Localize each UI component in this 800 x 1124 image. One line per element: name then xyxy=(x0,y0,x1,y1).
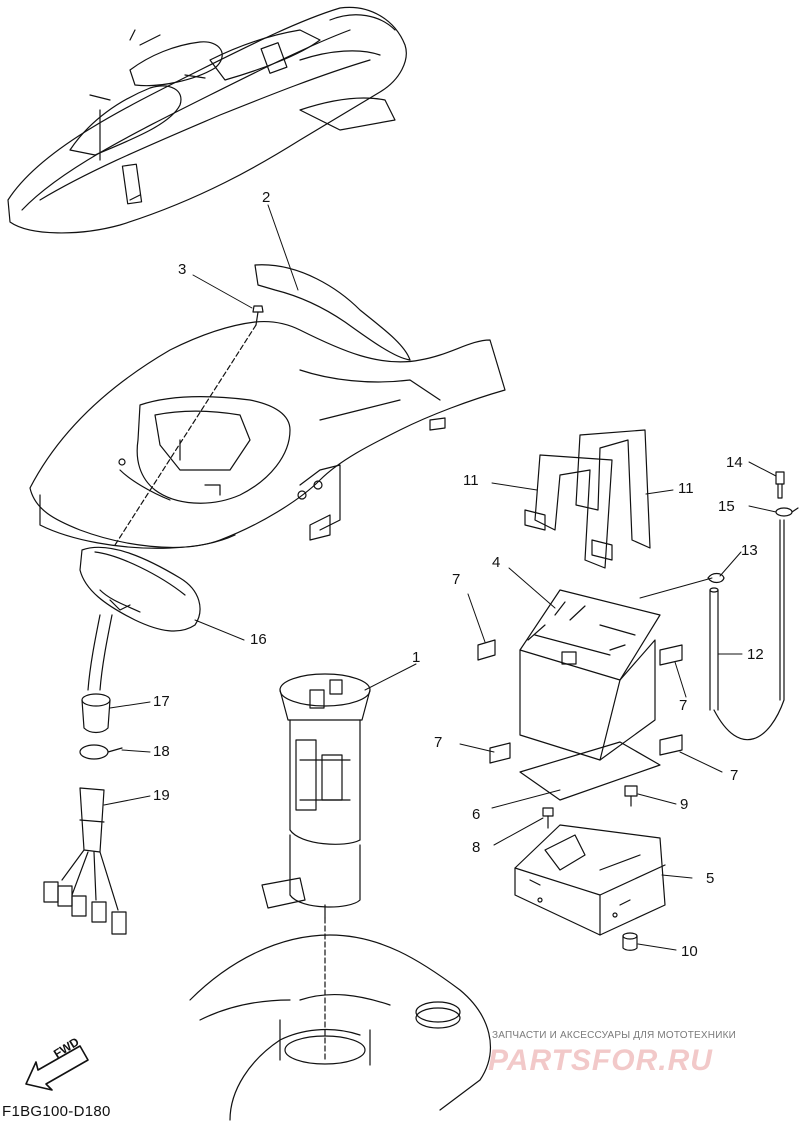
collar-part-10 xyxy=(622,932,638,951)
pad-part-7 xyxy=(477,639,683,764)
callout-17: 17 xyxy=(153,693,170,710)
battery-box-part-5 xyxy=(514,824,666,936)
callout-7-lower-left: 7 xyxy=(434,734,443,751)
screw-part-3 xyxy=(252,305,264,326)
clip-part-13 xyxy=(707,572,725,584)
callout-6: 6 xyxy=(472,806,481,823)
callout-3: 3 xyxy=(178,261,187,278)
battery-strap-part-11 xyxy=(524,429,651,569)
vent-tube-part-12 xyxy=(709,519,785,741)
callout-5: 5 xyxy=(706,870,715,887)
clamp-part-18 xyxy=(79,744,123,760)
callout-13: 13 xyxy=(741,542,758,559)
clamp-part-15 xyxy=(775,507,799,517)
callout-12: 12 xyxy=(747,646,764,663)
callout-14: 14 xyxy=(726,454,743,471)
hull-floor xyxy=(189,934,491,1121)
fwd-arrow-icon xyxy=(25,1045,89,1091)
callout-16: 16 xyxy=(250,631,267,648)
callout-15: 15 xyxy=(718,498,735,515)
harness-part-19 xyxy=(43,787,127,935)
callout-2: 2 xyxy=(262,189,271,206)
callout-10: 10 xyxy=(681,943,698,960)
callout-19: 19 xyxy=(153,787,170,804)
callout-8: 8 xyxy=(472,839,481,856)
watercraft-illustration xyxy=(7,6,407,234)
watermark-tagline: ЗАПЧАСТИ И АКСЕССУАРЫ ДЛЯ МОТОТЕХНИКИ xyxy=(492,1030,737,1041)
callout-4: 4 xyxy=(492,554,501,571)
connector-part-17 xyxy=(81,693,111,734)
diagram-code: F1BG100-D180 xyxy=(2,1103,111,1120)
callout-11-right: 11 xyxy=(678,480,694,497)
leader-dashed-3 xyxy=(114,324,257,546)
watermark-logo: PARTSFOR.RU xyxy=(488,1044,713,1077)
leader-lines xyxy=(103,204,777,951)
fuel-pump-part-1 xyxy=(261,673,371,919)
decal-part-2 xyxy=(254,264,411,361)
callout-7-upper-left: 7 xyxy=(452,571,461,588)
callout-7-lower-right: 7 xyxy=(730,767,739,784)
callout-11-left: 11 xyxy=(463,472,479,489)
battery-mat-part-6 xyxy=(519,741,661,801)
bolt-part-9 xyxy=(624,785,638,807)
battery-part-4 xyxy=(519,589,661,761)
callout-18: 18 xyxy=(153,743,170,760)
callout-9: 9 xyxy=(680,796,689,813)
pump-cover-part-16 xyxy=(79,546,201,691)
fitting-part-14 xyxy=(775,471,785,499)
callout-7-right: 7 xyxy=(679,697,688,714)
callout-1: 1 xyxy=(412,649,421,666)
hood-cover xyxy=(29,320,506,549)
bolt-part-8 xyxy=(542,807,554,829)
